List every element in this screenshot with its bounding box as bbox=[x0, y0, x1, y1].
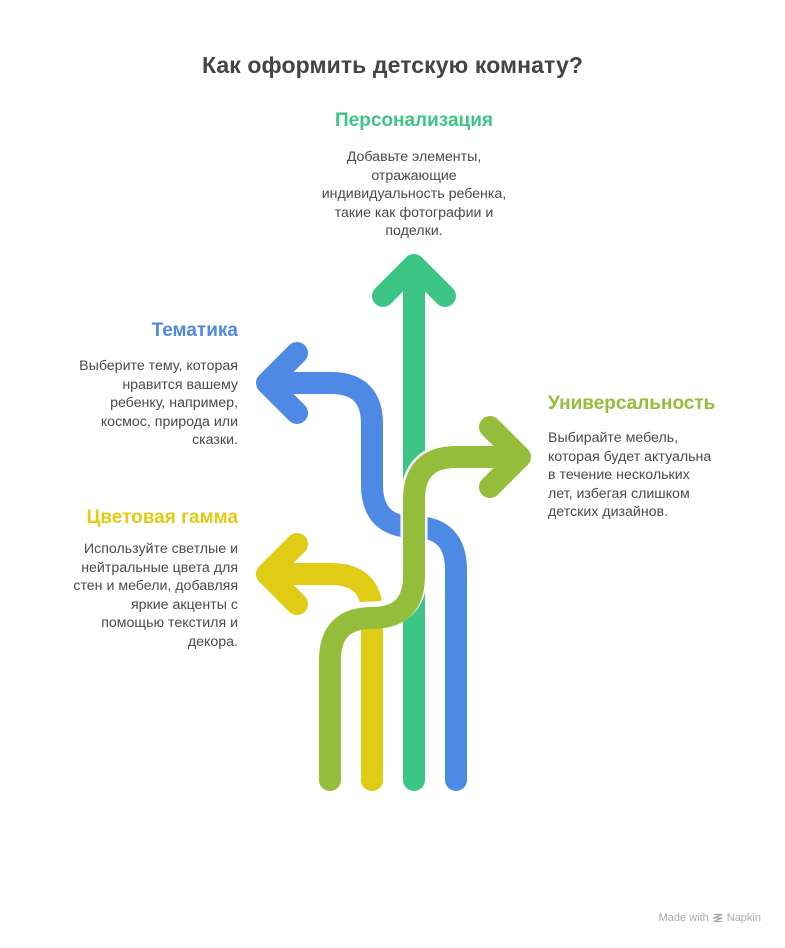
color-scheme-line: яркие акценты с bbox=[130, 596, 238, 613]
theme-line: Выберите тему, которая bbox=[79, 358, 238, 374]
theme-description: Выберите тему, которая нравится вашему р… bbox=[38, 357, 238, 450]
color-scheme-line: декора. bbox=[187, 633, 238, 650]
universality-heading: Универсальность bbox=[548, 393, 716, 414]
personalization-arrow-head bbox=[372, 254, 456, 307]
color-scheme-heading: Цветовая гамма bbox=[86, 507, 238, 528]
theme-arrow bbox=[256, 342, 467, 791]
personalization-line: такие как фотографии и bbox=[334, 204, 494, 221]
personalization-line: Добавьте элементы, bbox=[346, 149, 482, 165]
personalization-line: поделки. bbox=[385, 223, 443, 240]
theme-line: ребенку, например, bbox=[110, 395, 238, 412]
personalization-description: Добавьте элементы, отражающие индивидуал… bbox=[264, 148, 564, 241]
napkin-logo-icon bbox=[713, 913, 723, 924]
universality-line: в течение нескольких bbox=[548, 467, 690, 484]
color-scheme-description: Используйте светлые и нейтральные цвета … bbox=[38, 540, 238, 652]
made-with-label: Made with bbox=[658, 912, 709, 924]
color-scheme-line: Используйте светлые и bbox=[83, 541, 238, 557]
color-scheme-line: помощью текстиля и bbox=[101, 615, 238, 632]
color-scheme-line: стен и мебели, добавляя bbox=[73, 578, 238, 595]
theme-heading: Тематика bbox=[151, 320, 238, 341]
universality-line: детских дизайнов. bbox=[548, 504, 669, 521]
page-title: Как оформить детскую комнату? bbox=[201, 52, 584, 78]
universality-arrow bbox=[316, 416, 531, 791]
color-scheme-line: нейтральные цвета для bbox=[81, 559, 238, 576]
universality-line: лет, избегая слишком bbox=[548, 485, 690, 502]
personalization-line: индивидуальность ребенка, bbox=[321, 186, 507, 203]
theme-arrow-shaft bbox=[259, 372, 467, 791]
theme-line: нравится вашему bbox=[122, 376, 238, 393]
personalization-heading: Персонализация bbox=[334, 110, 493, 131]
color-scheme-arrow-head bbox=[256, 533, 308, 615]
universality-arrow-shaft bbox=[319, 446, 528, 791]
theme-line: космос, природа или bbox=[100, 413, 238, 430]
universality-description: Выбирайте мебель, которая будет актуальн… bbox=[548, 429, 778, 522]
theme-line: сказки. bbox=[192, 432, 238, 449]
personalization-line: отражающие bbox=[371, 167, 457, 184]
universality-line: которая будет актуальна bbox=[548, 448, 712, 465]
made-with-napkin-badge[interactable]: Made with Napkin bbox=[659, 912, 761, 924]
universality-line: Выбирайте мебель, bbox=[548, 430, 679, 446]
napkin-brand-label: Napkin bbox=[726, 912, 761, 924]
universality-arrow-head bbox=[479, 416, 531, 498]
theme-arrow-head bbox=[256, 342, 308, 424]
